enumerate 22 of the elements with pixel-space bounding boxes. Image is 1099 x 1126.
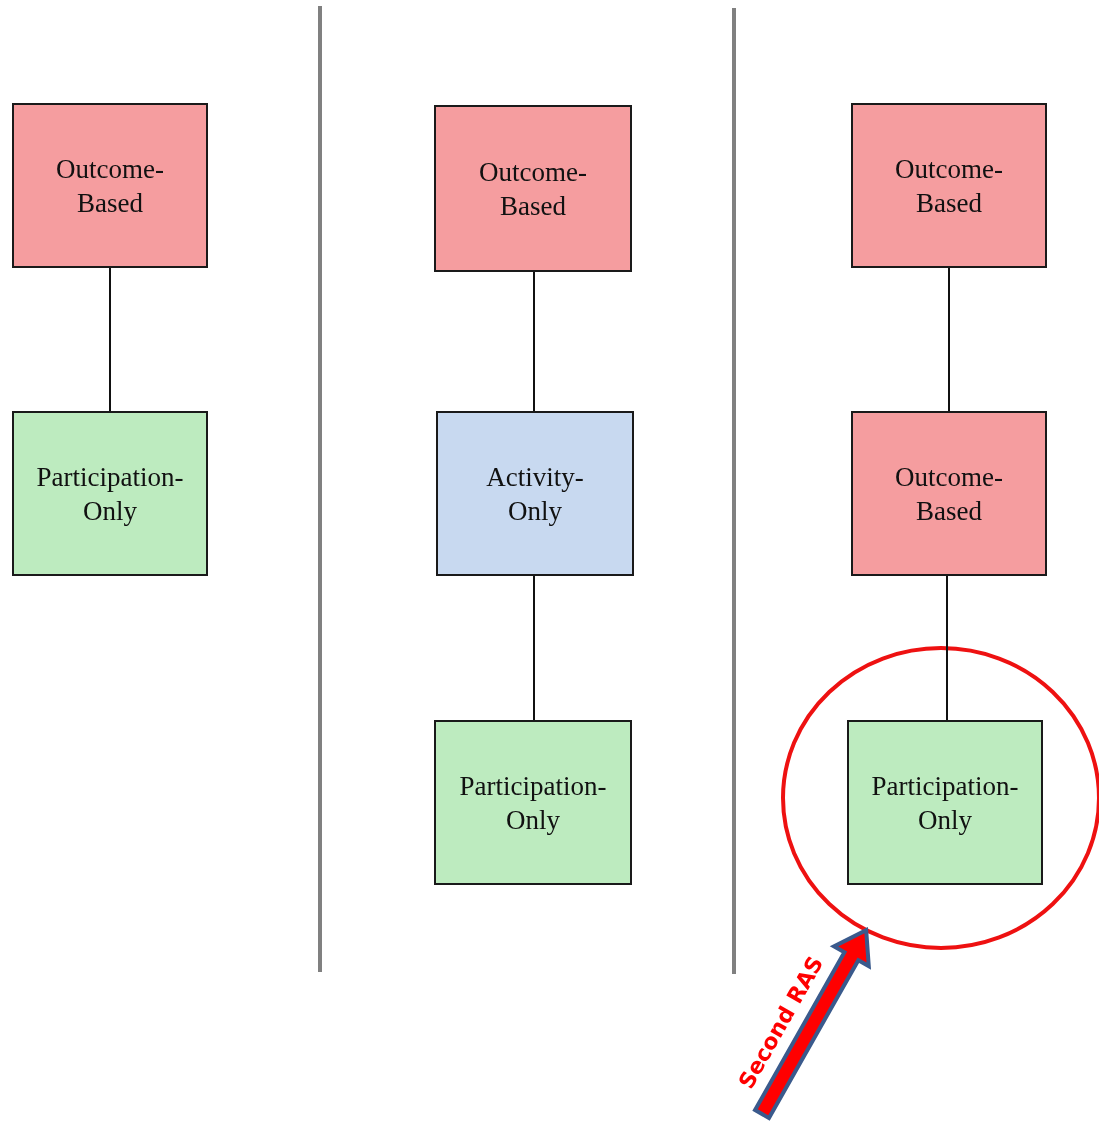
outcome-box (851, 103, 1047, 268)
connector-line (533, 271, 535, 412)
box-label: Outcome-Based (478, 155, 588, 223)
box-label: Participation-Only (870, 769, 1020, 837)
connector-line (109, 267, 111, 412)
box-label: Outcome-Based (894, 460, 1004, 528)
block-arrow (752, 926, 872, 1121)
box-label: Participation-Only (458, 769, 608, 837)
box-label: Participation-Only (35, 460, 185, 528)
participation-box (12, 411, 208, 576)
activity-box (436, 411, 634, 576)
connector-line (533, 575, 535, 721)
outcome-box (434, 105, 632, 272)
outcome-box (12, 103, 208, 268)
outcome-box (851, 411, 1047, 576)
connector-line (946, 575, 948, 721)
participation-box (847, 720, 1043, 885)
box-label: Activity-Only (485, 460, 585, 528)
box-label: Outcome-Based (894, 152, 1004, 220)
participation-box (434, 720, 632, 885)
box-label: Outcome-Based (55, 152, 165, 220)
connector-line (948, 267, 950, 412)
